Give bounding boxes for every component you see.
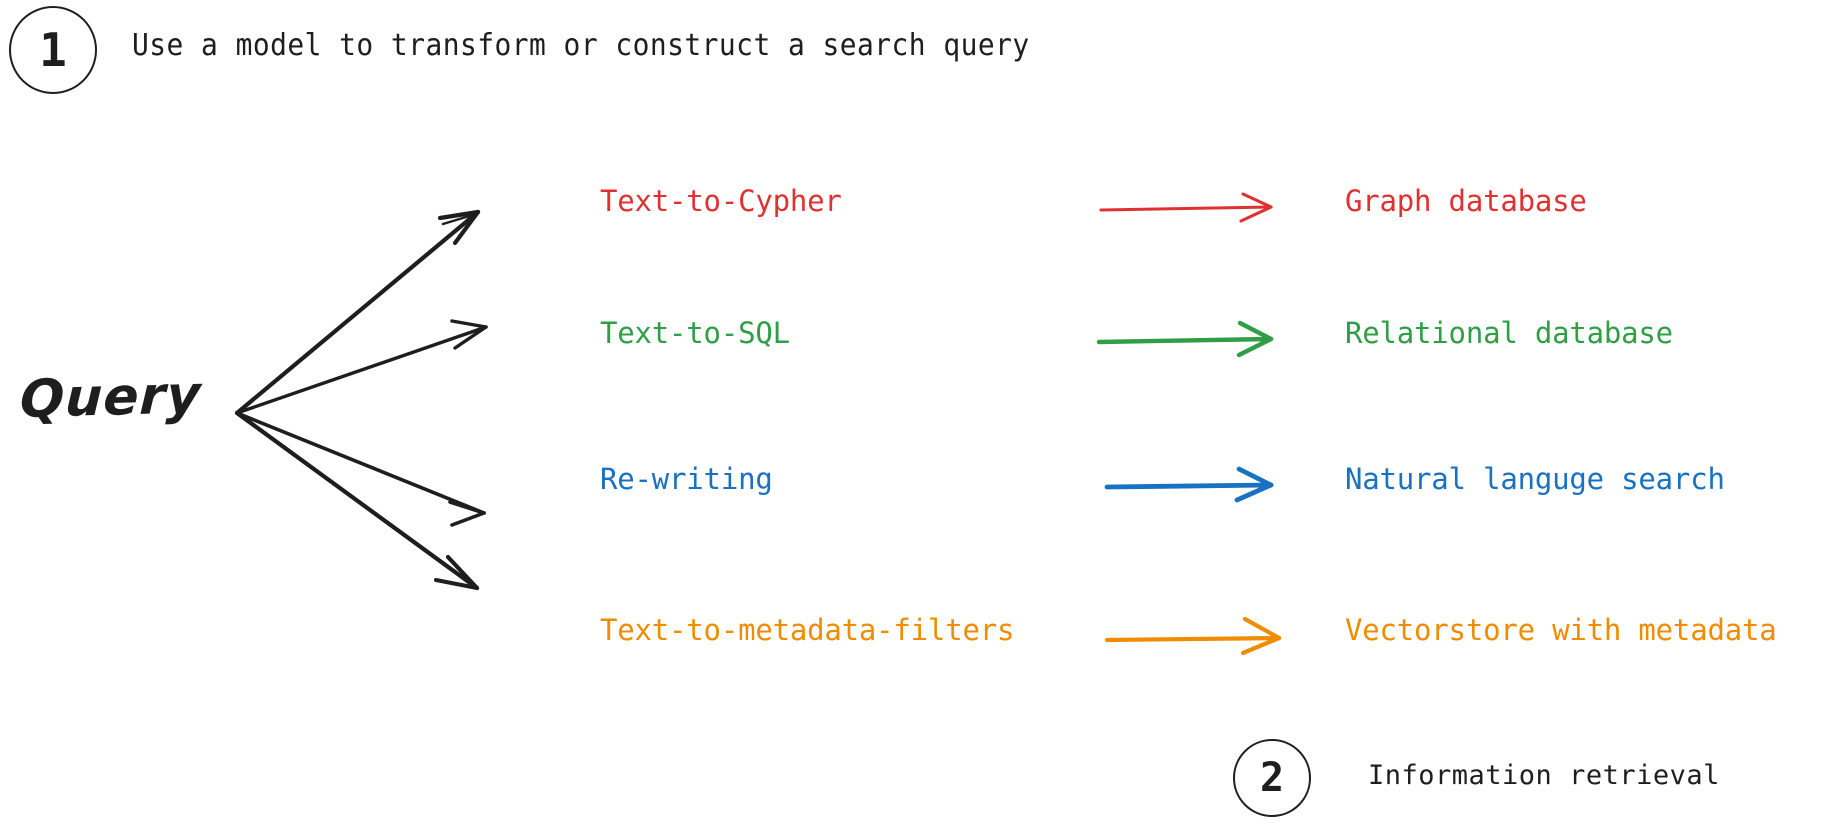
query-branch-arrows xyxy=(234,209,488,591)
arrow-right-icon xyxy=(1096,320,1274,358)
step-1-badge: 1 xyxy=(9,6,97,94)
step-2-label: Information retrieval xyxy=(1368,760,1720,791)
method-label-text-to-metadata-filters[interactable]: Text-to-metadata-filters xyxy=(600,613,1015,647)
query-branch-arrow-3 xyxy=(235,411,486,527)
query-branch-arrow-4 xyxy=(234,410,480,591)
query-branch-arrow-2 xyxy=(235,319,488,415)
arrow-right-icon xyxy=(1104,616,1282,656)
query-branch-arrow-1 xyxy=(234,209,481,416)
target-label-relational-database[interactable]: Relational database xyxy=(1345,316,1673,350)
method-label-text-to-sql[interactable]: Text-to-SQL xyxy=(600,316,790,350)
step-1-label: Use a model to transform or construct a … xyxy=(132,28,1030,63)
target-label-vectorstore-with-metadata[interactable]: Vectorstore with metadata xyxy=(1345,613,1777,647)
method-label-text-to-cypher[interactable]: Text-to-Cypher xyxy=(600,184,842,218)
pipeline-row: Text-to-Cypher Graph database xyxy=(0,184,1841,240)
pipeline-row: Text-to-SQL Relational database xyxy=(0,316,1841,372)
target-label-graph-database[interactable]: Graph database xyxy=(1345,184,1587,218)
arrow-right-icon xyxy=(1104,466,1274,503)
method-label-re-writing[interactable]: Re-writing xyxy=(600,462,773,496)
pipeline-row: Text-to-metadata-filters Vectorstore wit… xyxy=(0,613,1841,669)
target-label-natural-language-search[interactable]: Natural languge search xyxy=(1345,462,1725,496)
step-2-badge: 2 xyxy=(1233,739,1311,817)
pipeline-row: Re-writing Natural languge search xyxy=(0,462,1841,518)
arrow-right-icon xyxy=(1099,192,1273,223)
